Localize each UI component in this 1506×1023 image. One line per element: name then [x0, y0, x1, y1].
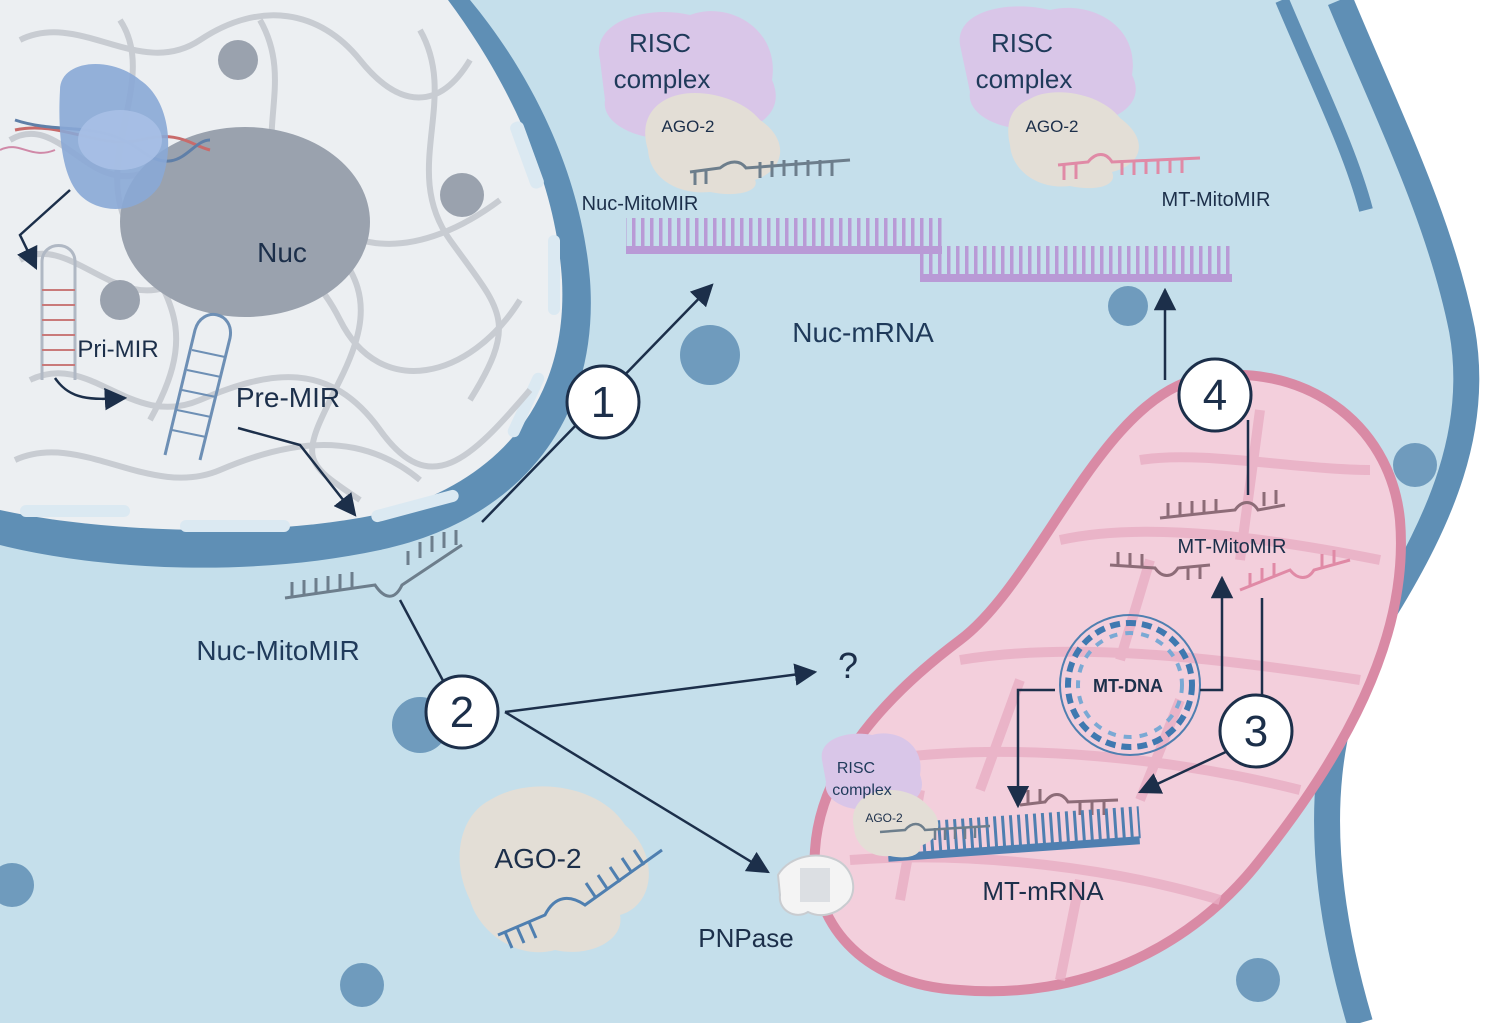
nucleus: Nuc Pri-MIR Pre-MIR [0, 0, 591, 568]
mt-mrna-top-strand [920, 246, 1232, 282]
pathway-3-up-arrow [1200, 575, 1234, 692]
unknown-fate-label: ? [838, 645, 858, 686]
pre-mir-label: Pre-MIR [236, 382, 340, 413]
pathway-2-unknown-arrow [504, 663, 818, 714]
nuc-mitomir-label: Nuc-MitoMIR [196, 635, 359, 666]
risc-3-line1: RISC [837, 760, 875, 777]
rna-polymerase-icon [0, 63, 211, 209]
ago-2-free: AGO-2 [459, 786, 663, 953]
pri-mir-label: Pri-MIR [77, 336, 158, 363]
membrane-fold [1275, 0, 1373, 212]
risc-complex-mt: RISC complex AGO-2 [959, 6, 1201, 189]
export-arrow [237, 426, 357, 517]
pnpase-label: PNPase [698, 923, 793, 953]
mt-mirna-on-mrna-icon [1019, 789, 1119, 815]
step-2-number: 2 [450, 688, 474, 737]
pri-mir-hairpin-icon [40, 244, 77, 380]
mt-mrna-strand [887, 806, 1141, 862]
step-3-number: 3 [1244, 707, 1268, 756]
transcription-arrow [17, 189, 71, 271]
pathway-2-line [398, 599, 450, 691]
risc-2-line2: complex [976, 64, 1073, 94]
processing-arrow [53, 377, 128, 411]
pathway-2-import-arrow [504, 710, 770, 874]
ago-3-label: AGO-2 [865, 811, 903, 825]
pathway-3-down-arrow [1006, 688, 1055, 809]
risc-3-line2: complex [832, 782, 892, 799]
risc-1-line2: complex [614, 64, 711, 94]
mt-mrna-label: MT-mRNA [982, 876, 1104, 906]
ago-2-label: AGO-2 [1026, 117, 1079, 136]
mt-dna-icon [1059, 614, 1201, 756]
nucleolus [120, 127, 370, 317]
risc-complex-nuc: RISC complex AGO-2 [598, 11, 851, 195]
ago-free-label: AGO-2 [494, 843, 581, 874]
cell-membrane [1314, 0, 1480, 1023]
nuc-mitomir-top-label: Nuc-MitoMIR [582, 193, 699, 215]
nuc-label: Nuc [257, 237, 307, 268]
pathway-3-target-arrow [1137, 748, 1231, 794]
step-1-number: 1 [591, 378, 615, 427]
step-4-marker: 4 [1177, 357, 1253, 433]
step-1-marker: 1 [565, 364, 641, 440]
nuc-mrna-label: Nuc-mRNA [792, 317, 934, 348]
nuc-mitomir-duplex-icon [284, 530, 463, 600]
nuc-mrna-strand [626, 218, 942, 254]
pre-mir-hairpin-icon [163, 313, 232, 461]
risc-complex-mito: RISC complex AGO-2 [821, 733, 991, 858]
step-2-marker: 2 [424, 674, 500, 750]
risc-2-line1: RISC [991, 28, 1053, 58]
mt-dna-label: MT-DNA [1093, 676, 1163, 696]
ago-1-label: AGO-2 [662, 117, 715, 136]
step-4-number: 4 [1203, 371, 1227, 420]
mt-mitomir-top-label: MT-MitoMIR [1162, 189, 1271, 211]
mt-mitomir-duplex-icon [1109, 490, 1351, 592]
risc-1-line1: RISC [629, 28, 691, 58]
step-3-marker: 3 [1218, 693, 1294, 769]
pnpase-icon [776, 854, 855, 917]
mt-mitomir-inner-label: MT-MitoMIR [1178, 536, 1287, 558]
